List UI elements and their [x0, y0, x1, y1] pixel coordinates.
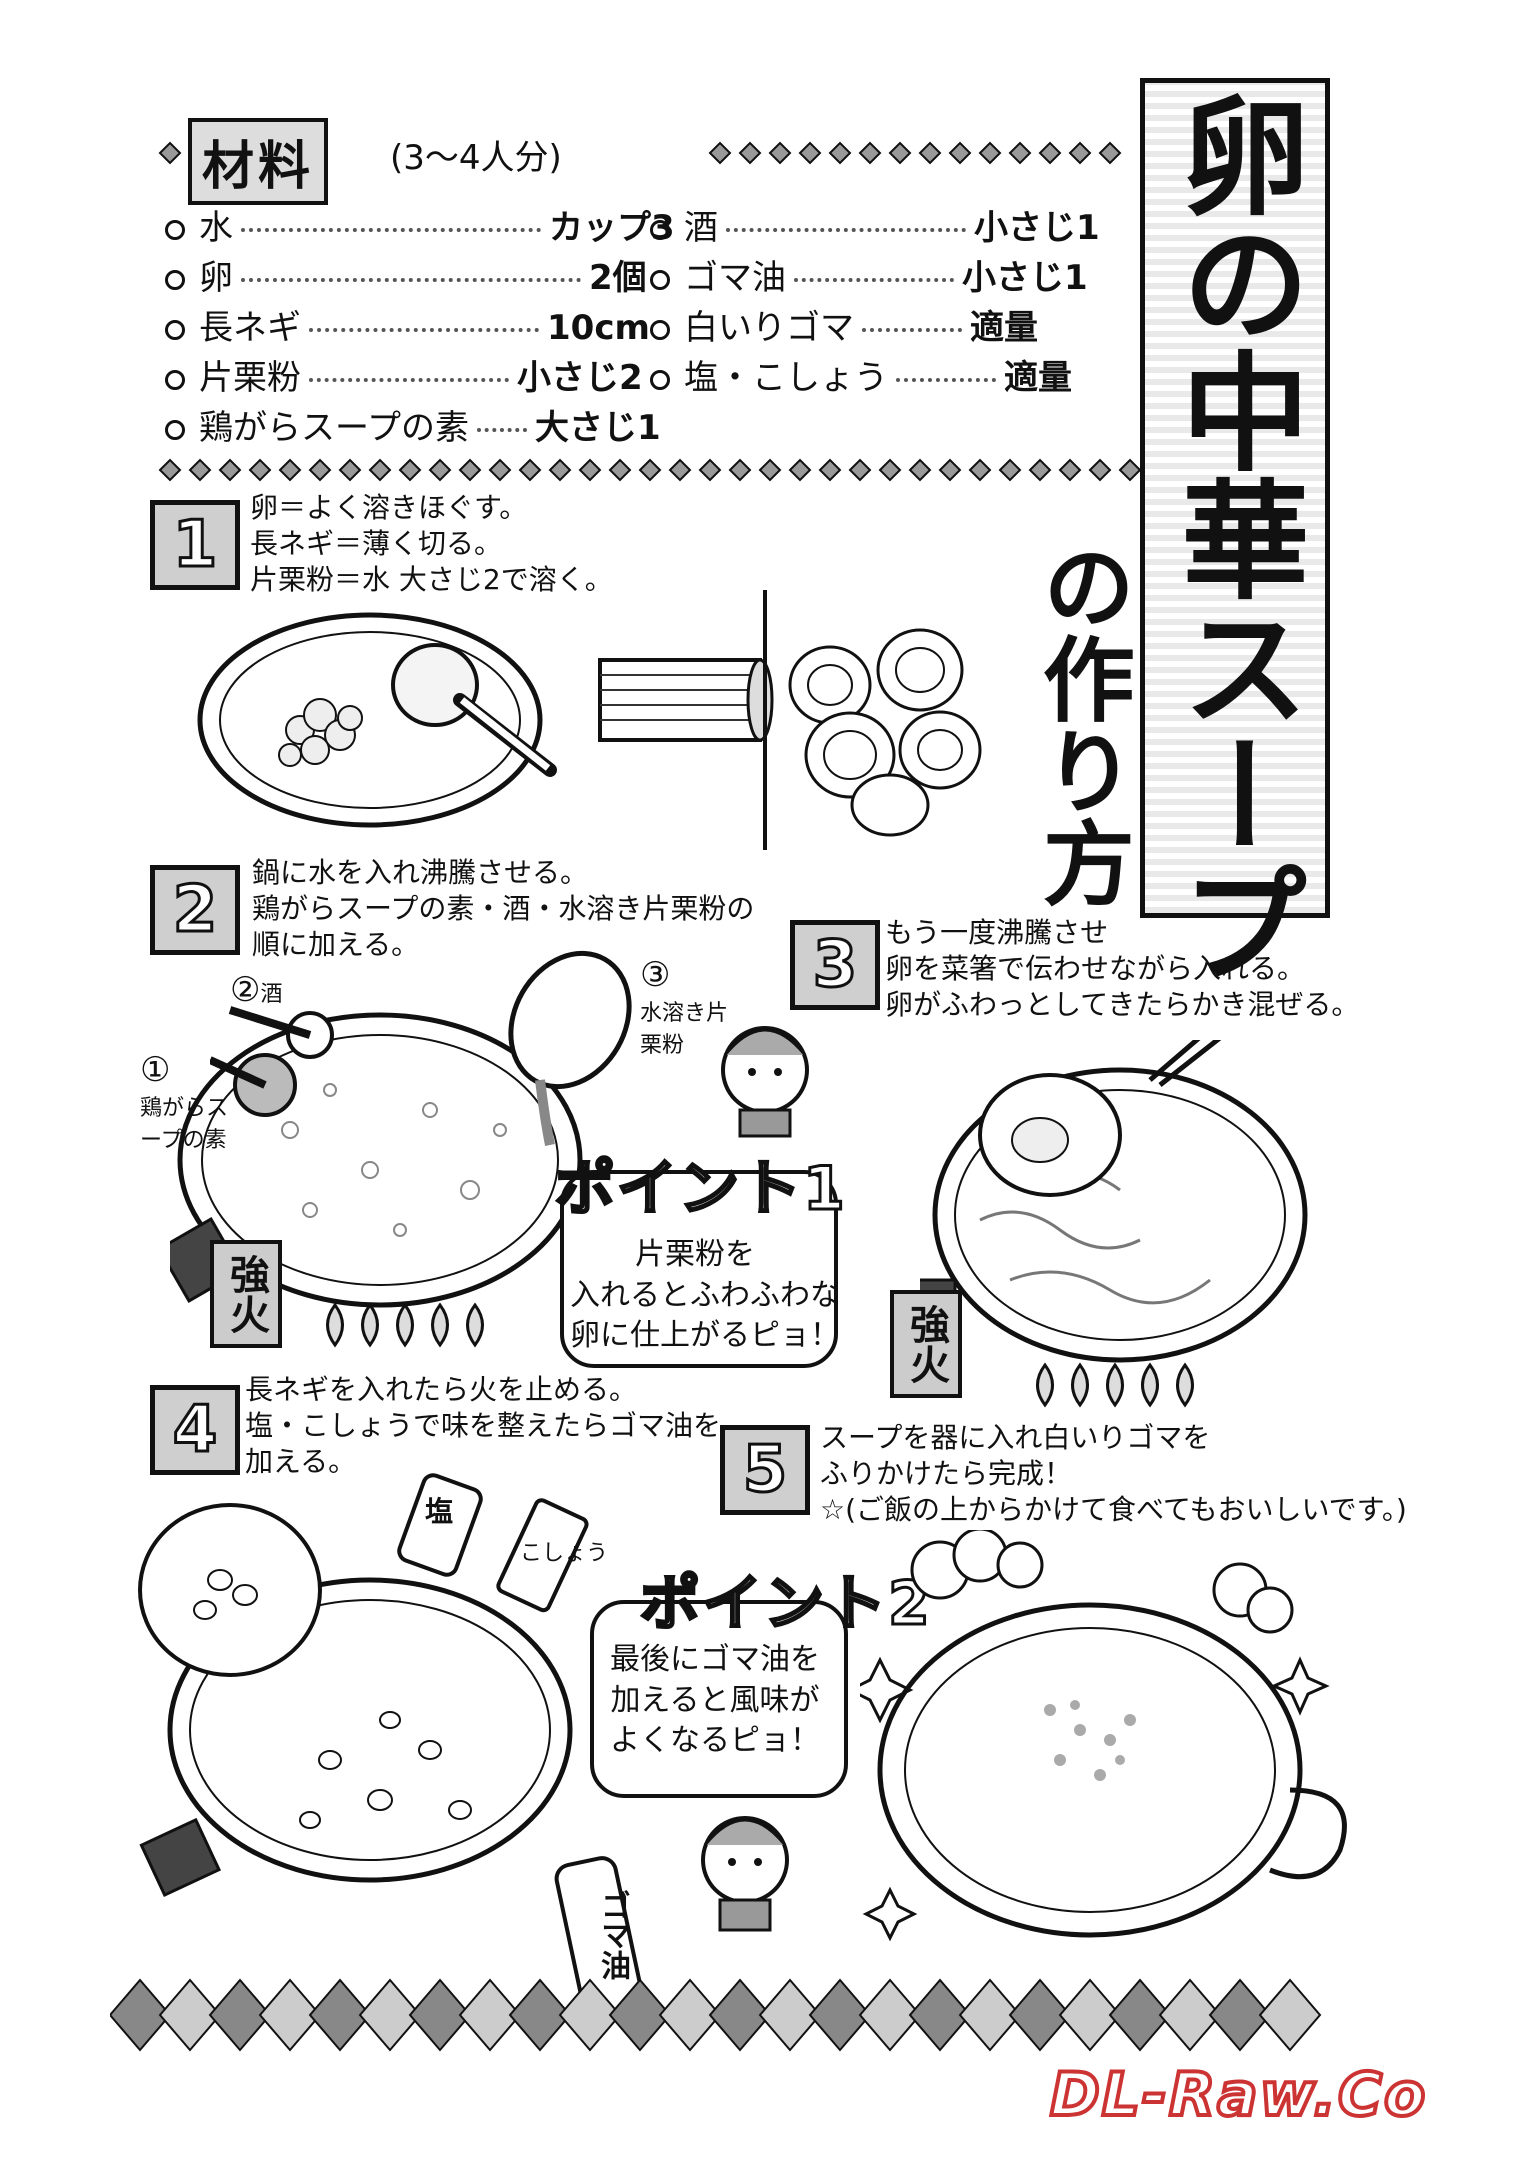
ingredient-salt-pepper: 塩・こしょう適量: [650, 350, 1072, 399]
step-1-text: 卵＝よく溶きほぐす。長ネギ＝薄く切る。片栗粉＝水 大さじ2で溶く。: [250, 491, 613, 596]
ingredient-starch: 片栗粉小さじ2: [165, 350, 643, 399]
step-2-label-two: ②酒: [230, 970, 283, 1010]
spoons-icon: [210, 1006, 334, 1117]
salt-shaker-icon: [397, 1473, 483, 1577]
step-4-text: 長ネギを入れたら火を止める。塩・こしょうで味を整えたらゴマ油を加える。: [245, 1373, 722, 1478]
point2-text: 最後にゴマ油を加えると風味がよくなるピョ！: [610, 1642, 820, 1758]
bullet-icon: [165, 319, 185, 340]
point2-title: ポイント2: [639, 1568, 932, 1641]
pot-with-egg-illustration: [920, 1040, 1308, 1363]
servings-label: (3〜4人分): [390, 138, 562, 178]
salt-label: 塩: [425, 1495, 454, 1528]
step-2-text: 鍋に水を入れ沸騰させる。鶏がらスープの素・酒・水溶き片栗粉の順に加える。: [252, 856, 755, 961]
bullet-icon: [165, 219, 185, 240]
pepper-label: こしょう: [520, 1541, 609, 1566]
step-1-number: 1: [150, 500, 240, 590]
point1-bubble: [560, 1170, 838, 1368]
argyle-border: [110, 1978, 1322, 2052]
step-3-text: もう一度沸騰させ卵を菜箸で伝わせながら入れる。卵がふわっとしてきたらかき混ぜる。: [885, 916, 1360, 1021]
bullet-icon: [650, 219, 670, 240]
sesame-oil-label: ゴマ油: [595, 1890, 630, 1980]
heat-label-step2: 強火: [210, 1240, 282, 1348]
ingredient-sake: 酒小さじ1: [650, 200, 1100, 249]
leek-cutting-illustration: [598, 590, 982, 850]
ingredient-stock: 鶏がらスープの素大さじ1: [165, 400, 661, 449]
ingredient-water: 水カップ3: [165, 200, 675, 249]
point1-title: ポイント1: [554, 1153, 847, 1226]
title-banner: [1140, 78, 1330, 918]
step-5-text: スープを器に入れ白いりゴマをふりかけたら完成！☆(ご飯の上からかけて食べてもおい…: [820, 1421, 1407, 1526]
watermark: DL-Raw.Co: [1048, 2058, 1428, 2132]
step-5-number: 5: [720, 1425, 810, 1515]
step-2-number: 2: [150, 865, 240, 955]
step-4-number: 4: [150, 1385, 240, 1475]
point1-text: 片栗粉を入れるとふわふわな卵に仕上がるピョ！: [570, 1237, 840, 1353]
page-title: 卵の中華スープ: [1159, 90, 1308, 986]
ingredient-sesame-oil: ゴマ油小さじ1: [650, 250, 1088, 299]
pepper-shaker-icon: [496, 1498, 589, 1613]
bullet-icon: [165, 419, 185, 440]
finished-soup-illustration: [860, 1530, 1347, 1942]
cup-pouring-icon: [508, 950, 632, 1146]
step-3-number: 3: [790, 920, 880, 1010]
diamond-border-bottom: [158, 458, 1142, 482]
bullet-icon: [650, 269, 670, 290]
flame-icon: [326, 1302, 484, 1348]
flame-icon: [1036, 1362, 1194, 1408]
heat-label-step3: 強火: [890, 1290, 962, 1398]
pot-with-leek-illustration: [138, 1503, 573, 1898]
bullet-icon: [650, 319, 670, 340]
bullet-icon: [650, 369, 670, 390]
bullet-icon: [165, 369, 185, 390]
bullet-icon: [165, 269, 185, 290]
bowl-illustration: [197, 612, 557, 828]
chick-mascot-icon: [701, 1816, 789, 1932]
ingredient-sesame-seeds: 白いりゴマ適量: [650, 300, 1038, 349]
point2-bubble: [590, 1600, 848, 1798]
ingredients-title: 材料: [188, 118, 329, 205]
diamond-border-top: [158, 141, 1122, 165]
page-subtitle: の作り方: [1027, 540, 1135, 908]
chick-mascot-icon: [721, 1026, 809, 1138]
